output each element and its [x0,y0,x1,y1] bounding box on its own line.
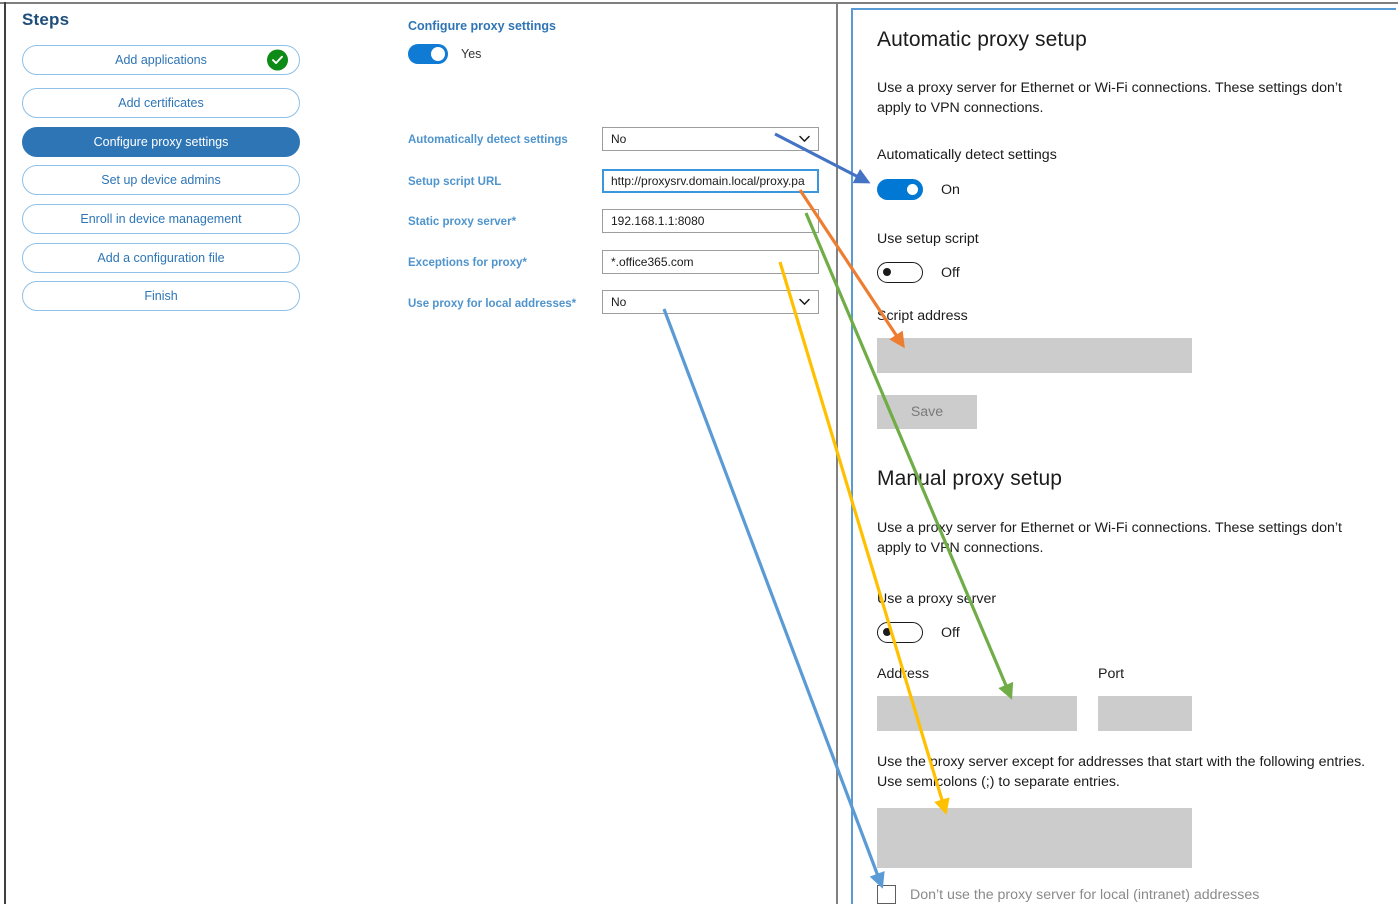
input-proxy-exceptions[interactable] [877,808,1192,868]
window-left-border [4,2,6,904]
input-script-address[interactable] [877,338,1192,373]
label-script-address: Script address [877,308,968,324]
input-value: http://proxysrv.domain.local/proxy.pa [611,174,805,188]
checkbox-bypass-local-addresses[interactable]: Don’t use the proxy server for local (in… [877,885,1259,904]
chevron-down-icon [799,298,810,306]
check-circle-icon [267,49,288,71]
step-label: Set up device admins [101,173,221,187]
arrow-local-addresses-mapping [662,308,885,889]
manual-proxy-description: Use a proxy server for Ethernet or Wi-Fi… [877,520,1342,556]
step-label: Add a configuration file [97,251,225,265]
automatic-proxy-description: Use a proxy server for Ethernet or Wi-Fi… [877,80,1342,116]
step-label: Add applications [115,53,207,67]
field-label-use-proxy-for-local-addresses: Use proxy for local addresses* [408,298,577,310]
window-top-border [0,2,1398,4]
form-title: Configure proxy settings [408,19,556,33]
input-setup-script-url[interactable]: http://proxysrv.domain.local/proxy.pa [602,169,819,193]
toggle-use-a-proxy-server[interactable]: Off [877,622,960,643]
label-use-setup-script: Use setup script [877,231,979,247]
chevron-down-icon [799,135,810,143]
checkbox-label: Don’t use the proxy server for local (in… [910,886,1260,903]
toggle-switch-off-icon [877,262,923,283]
step-button-enroll-in-device-management[interactable]: Enroll in device management [22,204,300,234]
toggle-switch-on-icon [877,179,923,200]
step-button-add-applications[interactable]: Add applications [22,45,300,75]
step-button-finish[interactable]: Finish [22,281,300,311]
select-use-proxy-for-local-addresses[interactable]: No [602,290,819,314]
input-address[interactable] [877,696,1077,731]
toggle-state: On [941,181,960,198]
input-exceptions-for-proxy[interactable]: *.office365.com [602,250,819,274]
step-button-configure-proxy-settings[interactable]: Configure proxy settings [22,127,300,157]
select-automatically-detect-settings[interactable]: No [602,127,819,151]
step-button-set-up-device-admins[interactable]: Set up device admins [22,165,300,195]
toggle-state: Off [941,264,960,281]
input-static-proxy-server[interactable]: 192.168.1.1:8080 [602,209,819,233]
step-label: Add certificates [118,96,204,110]
select-value: No [611,295,627,309]
steps-title: Steps [22,10,70,29]
step-label: Configure proxy settings [93,135,229,149]
label-address: Address [877,666,930,682]
save-button[interactable]: Save [877,395,977,429]
select-value: No [611,132,627,146]
exceptions-description: Use the proxy server except for addresse… [877,754,1366,790]
toggle-switch-off-icon [877,622,923,643]
panel-divider [836,4,838,904]
checkbox-icon [877,885,896,904]
step-button-add-certificates[interactable]: Add certificates [22,88,300,118]
label-use-a-proxy-server: Use a proxy server [877,591,997,607]
step-button-add-a-configuration-file[interactable]: Add a configuration file [22,243,300,273]
toggle-value: Yes [461,47,482,61]
manual-proxy-heading: Manual proxy setup [877,467,1063,490]
field-label-automatically-detect-settings: Automatically detect settings [408,134,568,146]
toggle-state: Off [941,624,960,641]
automatic-proxy-heading: Automatic proxy setup [877,28,1087,51]
toggle-use-setup-script[interactable]: Off [877,262,960,283]
input-value: *.office365.com [611,255,694,269]
step-label: Enroll in device management [80,212,242,226]
input-value: 192.168.1.1:8080 [611,214,705,228]
toggle-automatically-detect-settings[interactable]: On [877,179,960,200]
configure-proxy-toggle[interactable]: Yes [408,44,481,64]
label-port: Port [1098,666,1125,682]
windows-proxy-settings-panel: Automatic proxy setup Use a proxy server… [851,8,1396,904]
step-label: Finish [144,289,178,303]
field-label-setup-script-url: Setup script URL [408,176,502,188]
toggle-switch-on-icon [408,44,448,64]
field-label-static-proxy-server: Static proxy server* [408,216,517,228]
input-port[interactable] [1098,696,1192,731]
label-automatically-detect-settings: Automatically detect settings [877,147,1057,163]
field-label-exceptions-for-proxy: Exceptions for proxy* [408,257,527,269]
